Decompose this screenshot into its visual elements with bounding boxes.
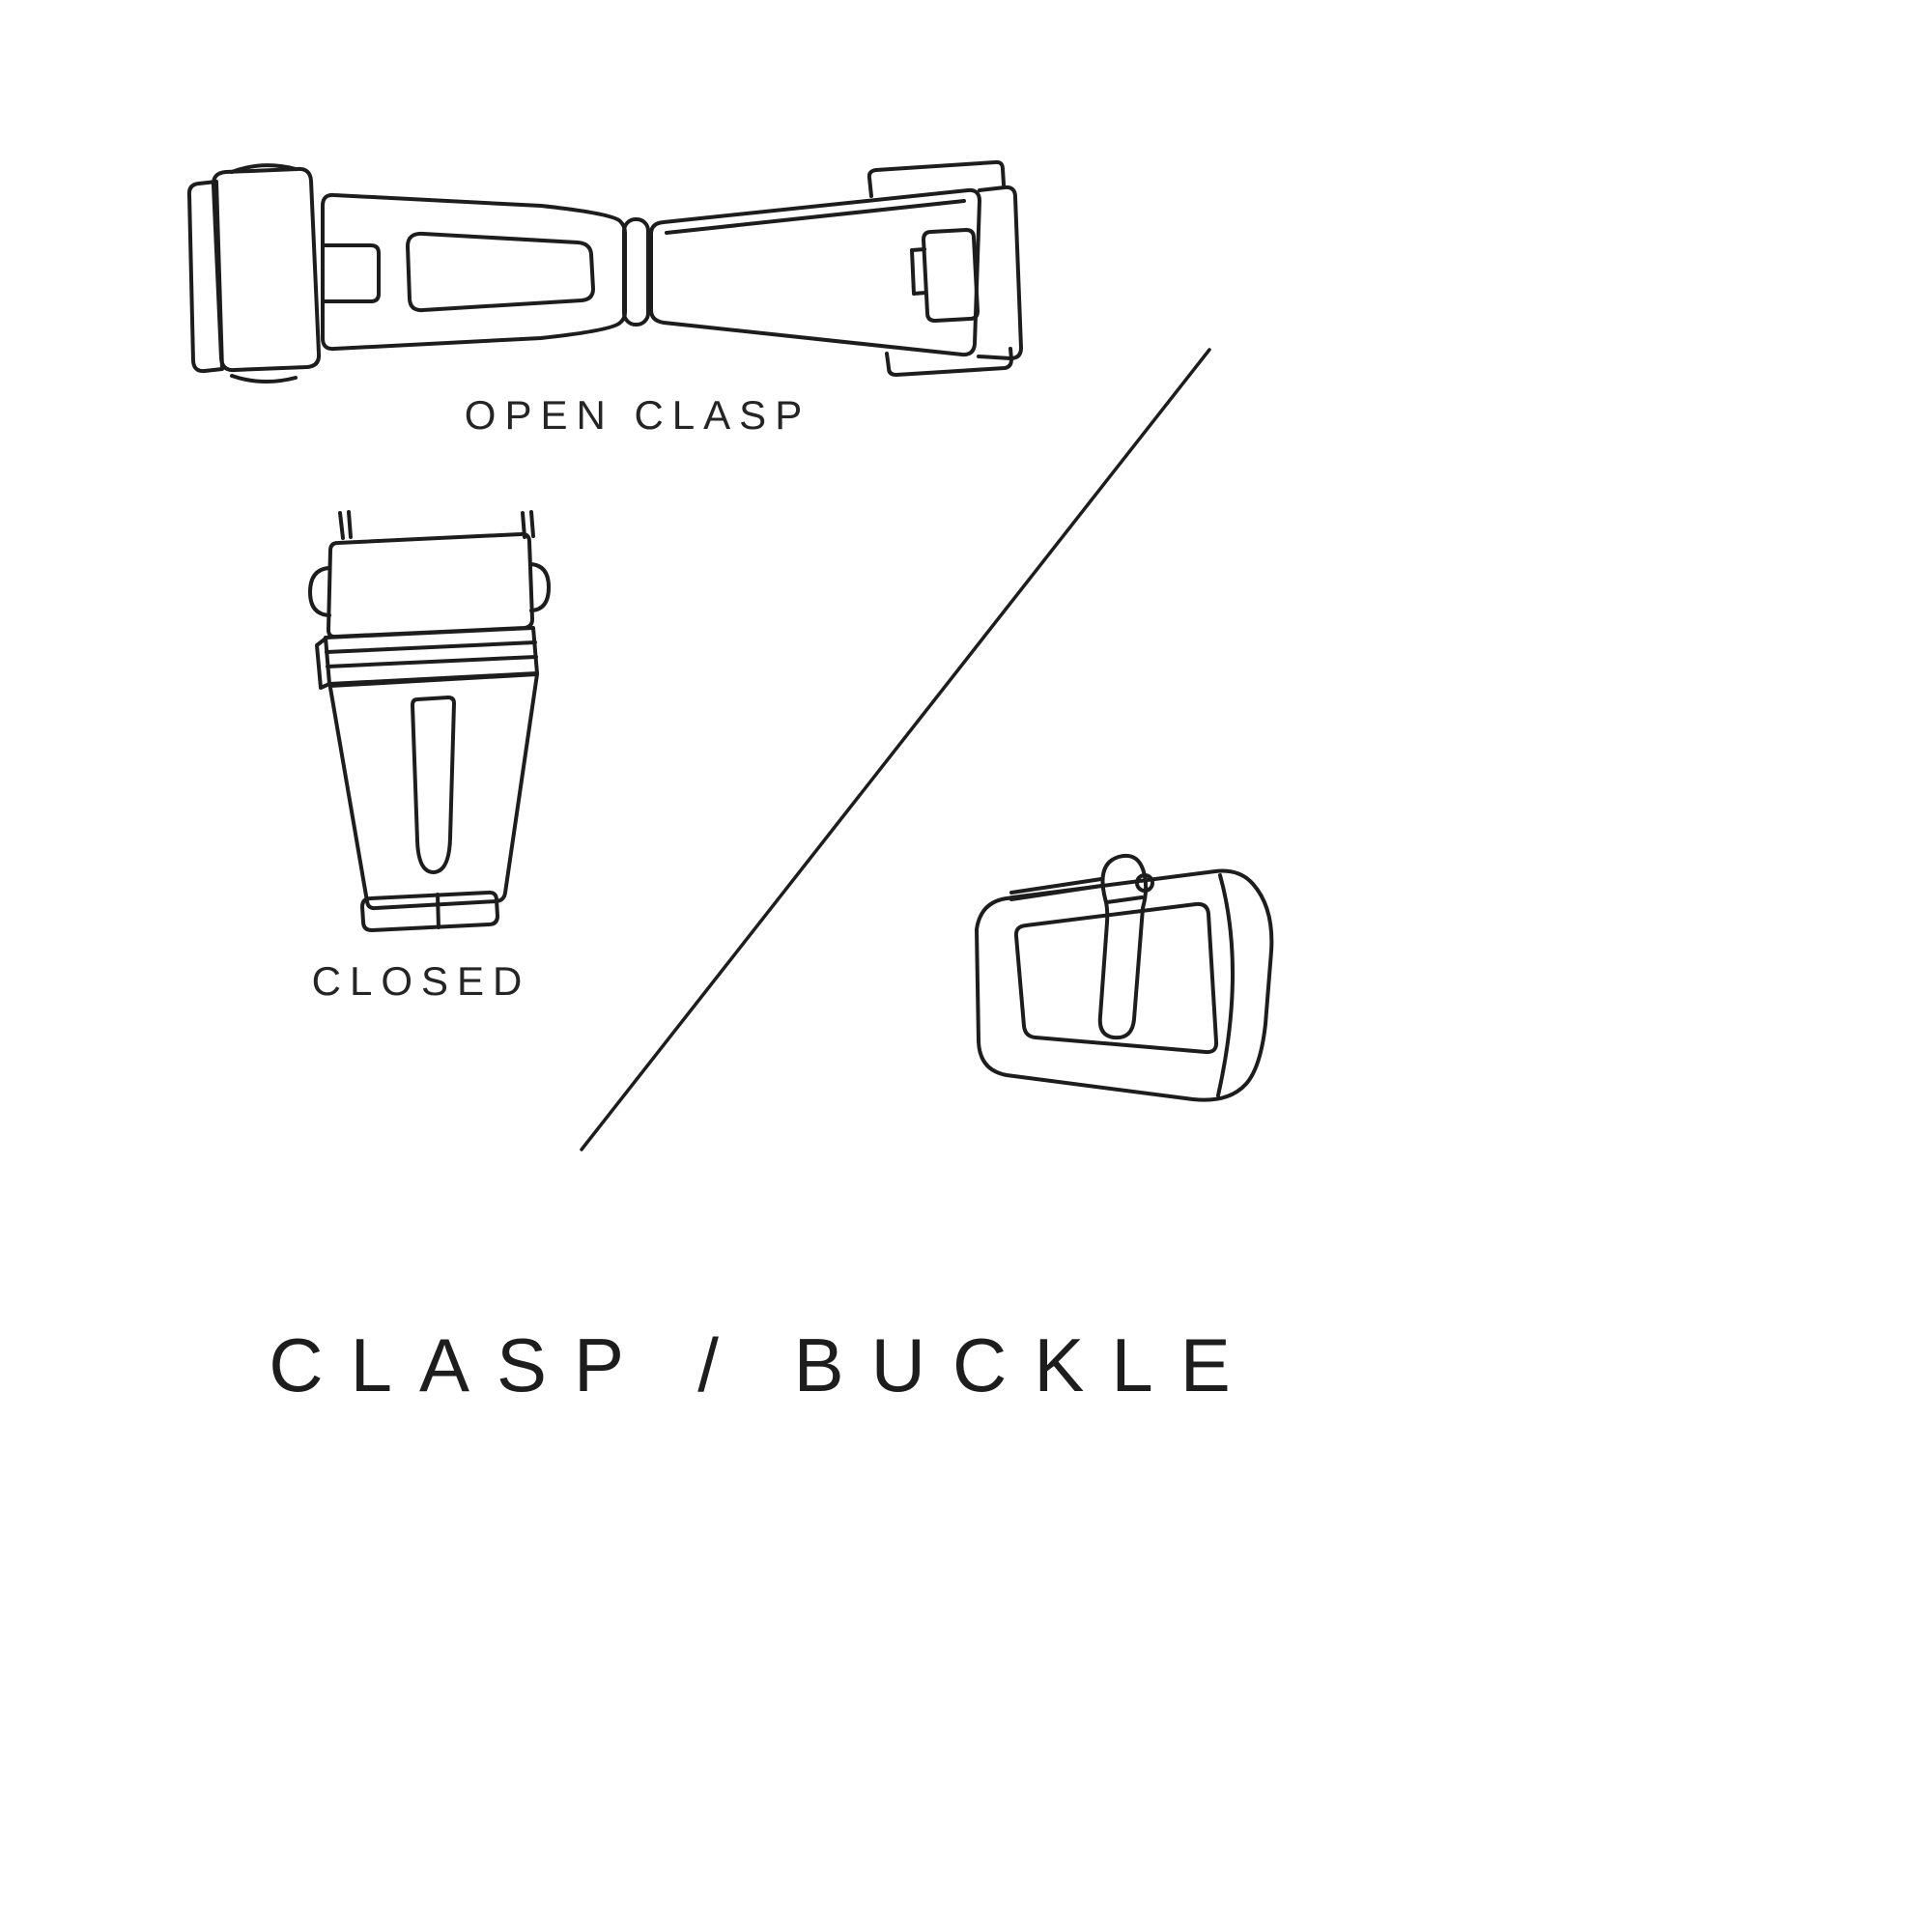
- open-clasp-hinge: [622, 217, 650, 327]
- closed-clasp-ear-left: [308, 566, 331, 617]
- open-clasp-right-lower-flap: [885, 347, 1013, 377]
- buckle-tongue: [1097, 854, 1149, 1040]
- closed-clasp-top-block: [327, 531, 534, 639]
- open-clasp-left-endpiece: [186, 180, 224, 374]
- closed-clasp-prong-left: [338, 510, 353, 540]
- tang-buckle-drawing: [975, 854, 1274, 1102]
- open-clasp-left-notch: [322, 243, 381, 303]
- closed-clasp-bottom-bar: [360, 890, 499, 932]
- closed-clasp-band-flap: [315, 637, 331, 690]
- buckle-pin: [1009, 877, 1103, 901]
- open-clasp-right-blade: [649, 187, 981, 357]
- open-clasp-left-block: [211, 166, 322, 373]
- open-clasp-right-topline: [665, 199, 966, 235]
- open-clasp-label: OPEN CLASP: [464, 392, 811, 438]
- open-clasp-left-inner: [406, 231, 595, 313]
- open-clasp-keeper-notch: [910, 247, 927, 296]
- closed-clasp-slot: [411, 696, 456, 874]
- open-clasp-drawing: [186, 159, 1023, 384]
- open-clasp-right-upper-flap: [867, 159, 1006, 198]
- open-clasp-keeper: [922, 228, 980, 323]
- closed-clasp-band-line-2: [326, 655, 538, 668]
- closed-clasp-label: CLOSED: [311, 958, 531, 1004]
- open-clasp-right-endblock: [977, 185, 1023, 360]
- page-title: CLASP / BUCKLE: [269, 1322, 1258, 1407]
- buckle-inner-opening: [1013, 901, 1219, 1055]
- closed-clasp-band-line-1: [325, 640, 537, 654]
- buckle-tongue-fold: [1105, 895, 1144, 904]
- buckle-right-bar-contour: [1216, 873, 1235, 1097]
- closed-clasp-ear-right: [528, 562, 551, 612]
- closed-clasp-bottom-tick: [436, 893, 440, 929]
- open-clasp-left-blade: [321, 192, 627, 352]
- open-clasp-left-bottom-bump: [230, 374, 298, 384]
- closed-clasp-drawing: [308, 510, 551, 932]
- divider-line: [580, 348, 1211, 1151]
- buckle-outer-frame: [975, 868, 1274, 1102]
